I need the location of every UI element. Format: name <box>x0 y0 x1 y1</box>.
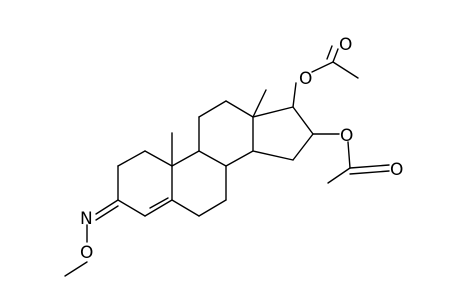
atom-label-o-top-carbonyl: O <box>339 35 352 55</box>
ring-d <box>252 106 314 161</box>
atom-label-o-right-carbonyl: O <box>390 160 403 180</box>
ring-b <box>171 150 227 217</box>
acetate-upper <box>292 45 359 108</box>
acetate-lower <box>312 133 390 184</box>
ring-c <box>198 100 254 167</box>
atom-label-n-oxime: N <box>80 209 93 229</box>
atom-label-o-right-ester: O <box>340 126 353 146</box>
methyl-groups <box>171 89 267 167</box>
oxime-group <box>64 199 119 277</box>
atom-label-o-oxime: O <box>80 243 93 263</box>
atom-label-o-top-ester: O <box>299 69 312 89</box>
ring-a <box>117 150 173 217</box>
